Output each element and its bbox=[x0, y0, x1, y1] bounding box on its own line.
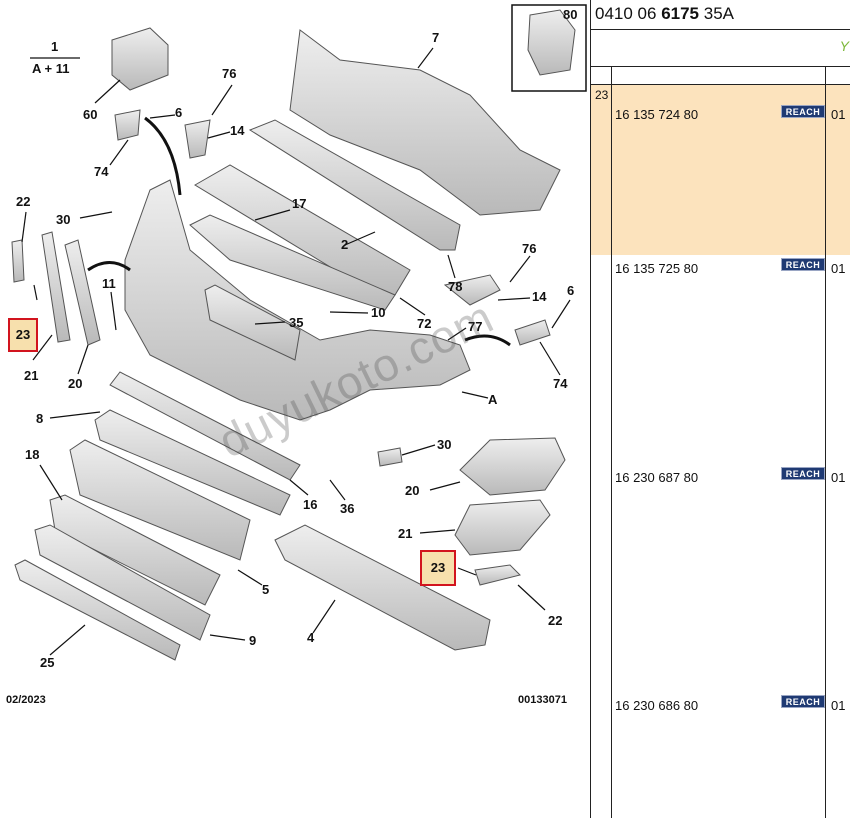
label-10: 10 bbox=[371, 305, 386, 320]
exploded-parts-diagram: 1 A + 11 60 76 6 14 74 7 22 30 17 2 76 7… bbox=[6, 4, 587, 706]
part-20-left-shape bbox=[64, 239, 101, 346]
part-18-shape bbox=[69, 439, 251, 561]
label-14-right: 14 bbox=[532, 289, 547, 304]
part-4-shape bbox=[274, 524, 491, 651]
label-21-left: 21 bbox=[24, 368, 39, 383]
reach-badge: REACH bbox=[781, 695, 825, 708]
label-76-right: 76 bbox=[522, 241, 537, 256]
part-30-right-shape bbox=[377, 447, 403, 467]
label-16: 16 bbox=[303, 497, 318, 512]
part-80-box bbox=[511, 4, 587, 92]
label-6-upper: 6 bbox=[175, 105, 183, 120]
label-20-right: 20 bbox=[405, 483, 420, 498]
label-4: 4 bbox=[307, 630, 315, 645]
label-1: 1 bbox=[51, 39, 59, 54]
label-A: A bbox=[488, 392, 498, 407]
part-20-right-shape bbox=[459, 437, 566, 496]
label-60: 60 bbox=[83, 107, 98, 122]
part-9-shape bbox=[34, 524, 211, 641]
label-2: 2 bbox=[341, 237, 349, 252]
part-22-right-shape bbox=[474, 564, 521, 586]
part-80-shape bbox=[527, 9, 576, 76]
label-17: 17 bbox=[292, 196, 307, 211]
part-6-left-shape bbox=[114, 109, 141, 141]
label-74-upper: 74 bbox=[94, 164, 109, 179]
ref-suffix: 35A bbox=[699, 4, 734, 23]
part-8-shape bbox=[109, 371, 301, 481]
label-20-left: 20 bbox=[68, 376, 83, 391]
label-11: 11 bbox=[102, 276, 116, 291]
reference-header: 0410 06 6175 35A bbox=[591, 0, 850, 30]
label-80: 80 bbox=[563, 7, 578, 22]
label-74-right: 74 bbox=[553, 376, 568, 391]
part-number-2[interactable]: 16 135 725 80 bbox=[615, 261, 699, 276]
part-25-shape bbox=[14, 559, 181, 661]
label-a11: A + 11 bbox=[32, 61, 70, 76]
diagram-date: 02/2023 bbox=[6, 694, 46, 706]
label-9: 9 bbox=[249, 633, 257, 648]
row-divider bbox=[591, 66, 850, 67]
part-22-left-shape bbox=[11, 239, 25, 283]
part-5-shape bbox=[49, 494, 221, 606]
part-number-1[interactable]: 16 135 724 80 bbox=[615, 107, 699, 122]
label-77: 77 bbox=[468, 319, 483, 334]
callout-23-right[interactable]: 23 bbox=[420, 550, 456, 586]
reach-badge: REACH bbox=[781, 467, 825, 480]
label-7: 7 bbox=[432, 30, 440, 45]
part-10-shape bbox=[189, 214, 396, 311]
column-letter: Y bbox=[839, 38, 849, 54]
label-30-left: 30 bbox=[56, 212, 71, 227]
label-35: 35 bbox=[289, 315, 304, 330]
label-8: 8 bbox=[36, 411, 44, 426]
label-72: 72 bbox=[417, 316, 432, 331]
part-35-shape bbox=[204, 284, 301, 361]
reach-badge: REACH bbox=[781, 105, 825, 118]
part-14-right-shape bbox=[443, 274, 501, 306]
part-qty-3: 01 bbox=[831, 470, 846, 485]
label-6-right: 6 bbox=[567, 283, 575, 298]
row-number: 23 bbox=[595, 88, 609, 102]
part-7-shape bbox=[289, 29, 561, 216]
diagram-code: 00133071 bbox=[518, 694, 567, 706]
label-78: 78 bbox=[448, 279, 463, 294]
callout-23-left[interactable]: 23 bbox=[8, 318, 38, 352]
row-divider bbox=[591, 84, 850, 85]
part-qty-2: 01 bbox=[831, 261, 846, 276]
column-divider bbox=[611, 66, 612, 818]
ref-prefix: 0410 06 bbox=[595, 4, 662, 23]
column-divider bbox=[825, 66, 826, 818]
part-2-shape bbox=[248, 119, 461, 251]
label-36: 36 bbox=[340, 501, 355, 516]
label-30-right: 30 bbox=[437, 437, 452, 452]
label-21-right: 21 bbox=[398, 526, 413, 541]
label-18: 18 bbox=[25, 447, 40, 462]
label-5: 5 bbox=[262, 582, 270, 597]
label-14-upper: 14 bbox=[230, 123, 245, 138]
label-22-left: 22 bbox=[16, 194, 31, 209]
label-76-upper: 76 bbox=[222, 66, 237, 81]
label-25: 25 bbox=[40, 655, 55, 670]
part-60-shape bbox=[111, 27, 169, 91]
label-22-right: 22 bbox=[548, 613, 563, 628]
reach-badge: REACH bbox=[781, 258, 825, 271]
part-qty-4: 01 bbox=[831, 698, 846, 713]
part-14-left-shape bbox=[184, 119, 211, 159]
part-qty-1: 01 bbox=[831, 107, 846, 122]
part-6-right-shape bbox=[514, 319, 551, 346]
parts-list-panel: 0410 06 6175 35A Y 23 16 135 724 80 REAC… bbox=[590, 0, 850, 818]
part-number-3[interactable]: 16 230 687 80 bbox=[615, 470, 699, 485]
ref-bold: 6175 bbox=[661, 4, 700, 23]
bumper-shape bbox=[124, 179, 471, 421]
part-21-left-shape bbox=[41, 231, 71, 343]
parts-drawing bbox=[11, 4, 587, 661]
part-21-right-shape bbox=[454, 499, 551, 556]
part-number-4[interactable]: 16 230 686 80 bbox=[615, 698, 699, 713]
part-16-shape bbox=[94, 409, 291, 516]
